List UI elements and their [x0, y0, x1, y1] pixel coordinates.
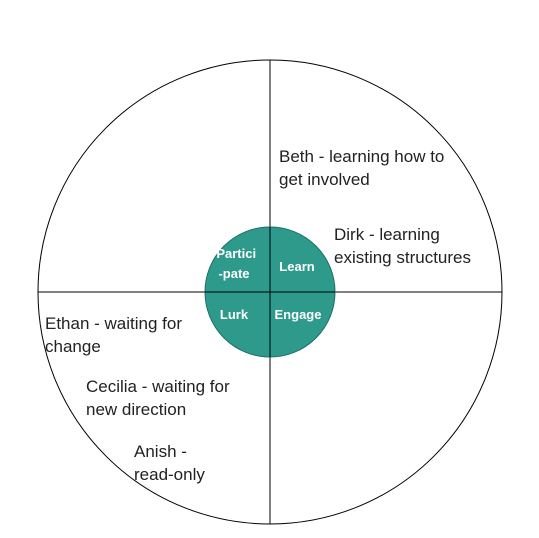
label-participate-line1: Partici	[216, 246, 256, 261]
person-ethan: Ethan - waiting for change	[45, 314, 187, 356]
person-anish: Anish - read-only	[134, 442, 205, 484]
person-cecilia-line2: new direction	[86, 400, 186, 419]
person-anish-line2: read-only	[134, 465, 205, 484]
person-ethan-line1: Ethan - waiting for	[45, 314, 182, 333]
label-lurk: Lurk	[220, 307, 249, 322]
person-anish-line1: Anish -	[134, 442, 187, 461]
person-ethan-line2: change	[45, 337, 101, 356]
person-beth-line1: Beth - learning how to	[279, 147, 444, 166]
label-participate: Partici -pate	[216, 246, 259, 281]
person-cecilia: Cecilia - waiting for new direction	[86, 377, 234, 419]
label-learn: Learn	[279, 259, 314, 274]
person-dirk: Dirk - learning existing structures	[334, 225, 471, 267]
person-dirk-line1: Dirk - learning	[334, 225, 440, 244]
label-participate-line2: -pate	[218, 266, 249, 281]
person-dirk-line2: existing structures	[334, 248, 471, 267]
person-beth-line2: get involved	[279, 170, 370, 189]
label-engage: Engage	[275, 307, 322, 322]
person-cecilia-line1: Cecilia - waiting for	[86, 377, 230, 396]
person-beth: Beth - learning how to get involved	[279, 147, 449, 189]
